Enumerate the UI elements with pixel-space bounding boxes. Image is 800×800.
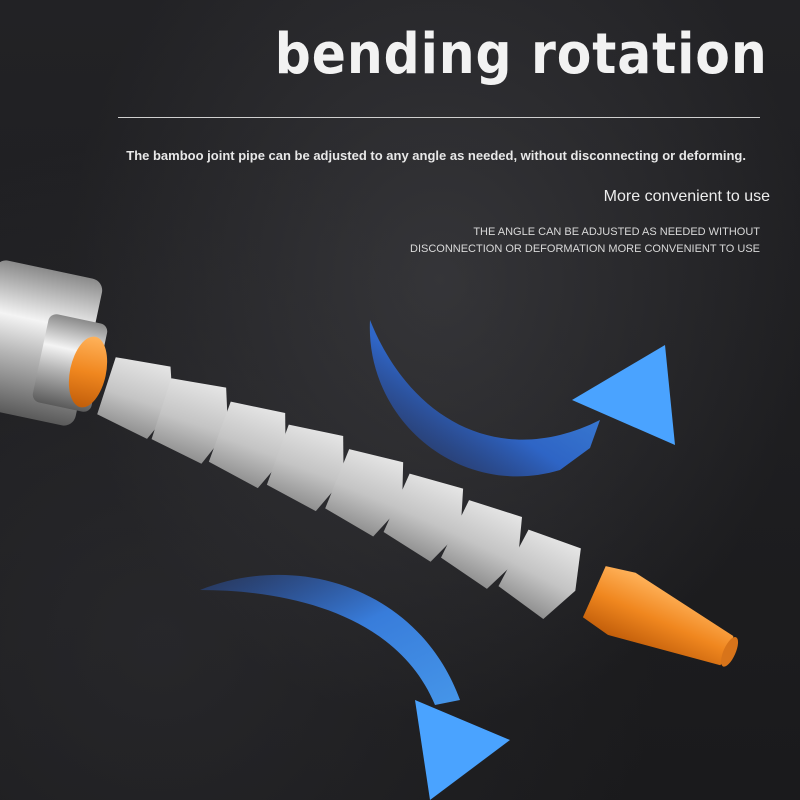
description-line: THE ANGLE CAN BE ADJUSTED AS NEEDED WITH…	[473, 226, 760, 238]
curved-arrow-icon	[200, 574, 510, 800]
nozzle-tip	[582, 566, 739, 667]
description-line: DISCONNECTION OR DEFORMATION MORE CONVEN…	[410, 243, 760, 255]
metal-fitting	[0, 260, 108, 426]
bamboo-joint-pipe	[97, 357, 581, 620]
page-title: bending rotation	[275, 22, 768, 87]
subtitle: The bamboo joint pipe can be adjusted to…	[126, 148, 746, 163]
description: THE ANGLE CAN BE ADJUSTED AS NEEDED WITH…	[340, 224, 760, 258]
title-divider	[118, 117, 760, 118]
section-heading: More convenient to use	[603, 188, 770, 205]
curved-arrow-icon	[369, 320, 675, 477]
